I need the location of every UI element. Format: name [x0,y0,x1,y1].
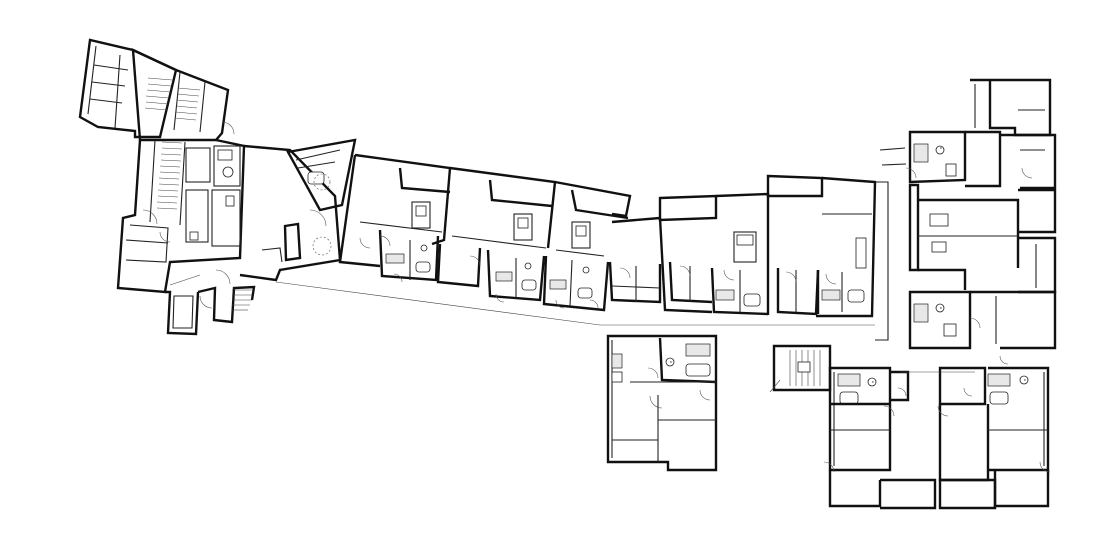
lobby [239,138,601,326]
plan-marks: B B B B B [670,146,1026,384]
stair-treads-core [156,141,183,210]
south-centre-block [606,334,832,472]
stair-treads-west [144,77,201,121]
east-tower-north [905,78,1057,365]
stair-treads-south [232,289,252,311]
svg-text:B: B [1024,378,1026,382]
svg-text:B: B [670,360,672,364]
svg-text:B: B [872,380,874,384]
units-row-north-west [338,153,632,312]
south-east-units [823,366,1051,510]
units-row-north-east [600,147,907,341]
west-wing [78,38,256,336]
svg-text:B: B [940,146,942,150]
svg-text:B: B [940,306,942,310]
